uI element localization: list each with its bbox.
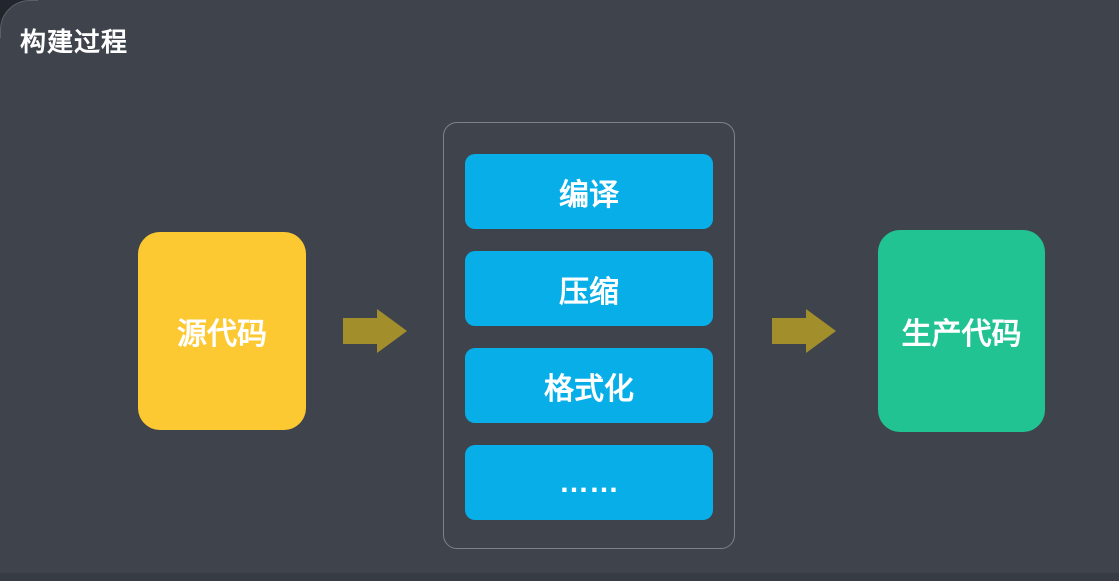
step-minify: 压缩 [465, 251, 713, 326]
production-code-label: 生产代码 [901, 318, 1022, 351]
step-ellipsis-label: …… [559, 465, 619, 499]
arrow-shaft [772, 318, 808, 344]
step-format: 格式化 [465, 348, 713, 423]
production-code-node: 生产代码 [878, 230, 1045, 432]
step-compile: 编译 [465, 154, 713, 229]
step-compile-label: 编译 [559, 178, 619, 212]
source-code-label: 源代码 [177, 318, 267, 351]
source-code-node: 源代码 [138, 232, 306, 430]
step-ellipsis: …… [465, 445, 713, 520]
arrow-shaft [343, 318, 379, 344]
step-minify-label: 压缩 [559, 275, 619, 309]
arrow-right-icon [343, 309, 407, 353]
build-steps-container: 编译 压缩 格式化 …… [443, 122, 735, 549]
arrow-head [806, 309, 836, 353]
step-format-label: 格式化 [544, 372, 634, 406]
card-rounded-corner [0, 0, 38, 38]
arrow-right-icon [772, 309, 836, 353]
arrow-head [377, 309, 407, 353]
page-title: 构建过程 [20, 27, 129, 57]
bottom-edge-strip [0, 573, 1119, 581]
